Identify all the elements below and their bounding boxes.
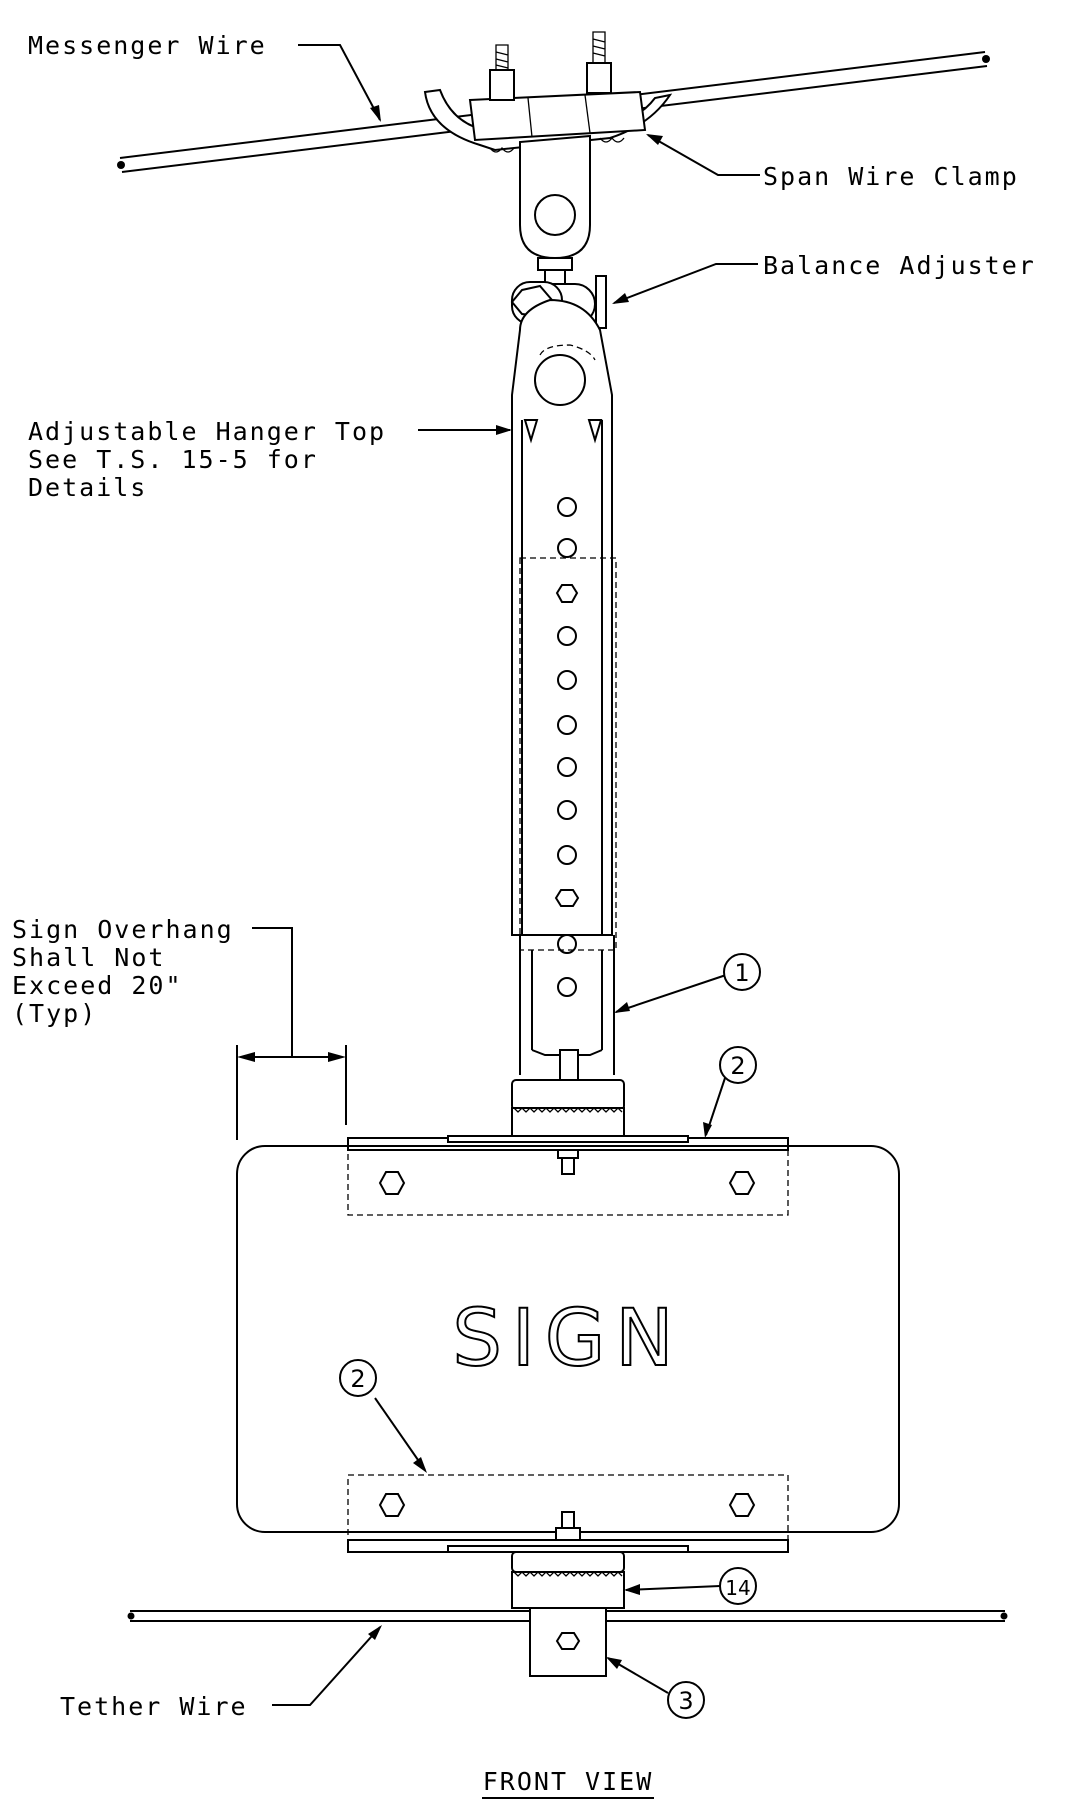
bottom-sign-bracket xyxy=(347,1474,789,1553)
callout-2-bottom: 2 xyxy=(339,1359,377,1397)
svg-text:2: 2 xyxy=(350,1365,365,1393)
hanger-yoke xyxy=(507,935,629,1143)
overhang-label-line3: Exceed 20" xyxy=(12,971,183,1000)
leader-lines xyxy=(272,44,760,1706)
adjustable-hanger-top xyxy=(511,298,617,951)
overhang-label-line4: (Typ) xyxy=(12,999,97,1028)
hanger-top-label-line1: Adjustable Hanger Top xyxy=(28,417,386,446)
overhang-label-line1: Sign Overhang xyxy=(12,915,234,944)
top-sign-bracket xyxy=(347,1135,789,1216)
balance-adjuster-label: Balance Adjuster xyxy=(763,251,1036,280)
span-wire-clamp xyxy=(423,31,673,285)
tether-wire xyxy=(127,1610,1008,1622)
overhang-label-line2: Shall Not xyxy=(12,943,165,972)
svg-text:2: 2 xyxy=(730,1052,745,1080)
callout-2-top: 2 xyxy=(719,1046,757,1084)
messenger-wire-label: Messenger Wire xyxy=(28,31,267,60)
hanger-top-label-line3: Details xyxy=(28,473,147,502)
hanger-holes xyxy=(554,497,580,997)
sign-panel: SIGN xyxy=(236,1145,900,1533)
span-wire-clamp-label: Span Wire Clamp xyxy=(763,162,1019,191)
callout-1: 1 xyxy=(723,953,761,991)
svg-text:1: 1 xyxy=(734,959,749,987)
view-title-text: FRONT VIEW xyxy=(483,1767,654,1796)
tether-wire-label: Tether Wire xyxy=(60,1692,248,1721)
callout-3: 3 xyxy=(667,1681,705,1719)
callout-14: 14 xyxy=(719,1567,757,1605)
hanger-top-label-line2: See T.S. 15-5 for xyxy=(28,445,318,474)
tether-clamp xyxy=(511,1551,625,1677)
svg-text:14: 14 xyxy=(725,1576,750,1600)
overhang-dimension xyxy=(236,927,347,1140)
sign-text: SIGN xyxy=(452,1294,683,1384)
view-title: FRONT VIEW xyxy=(482,1767,654,1799)
svg-text:3: 3 xyxy=(678,1687,693,1715)
